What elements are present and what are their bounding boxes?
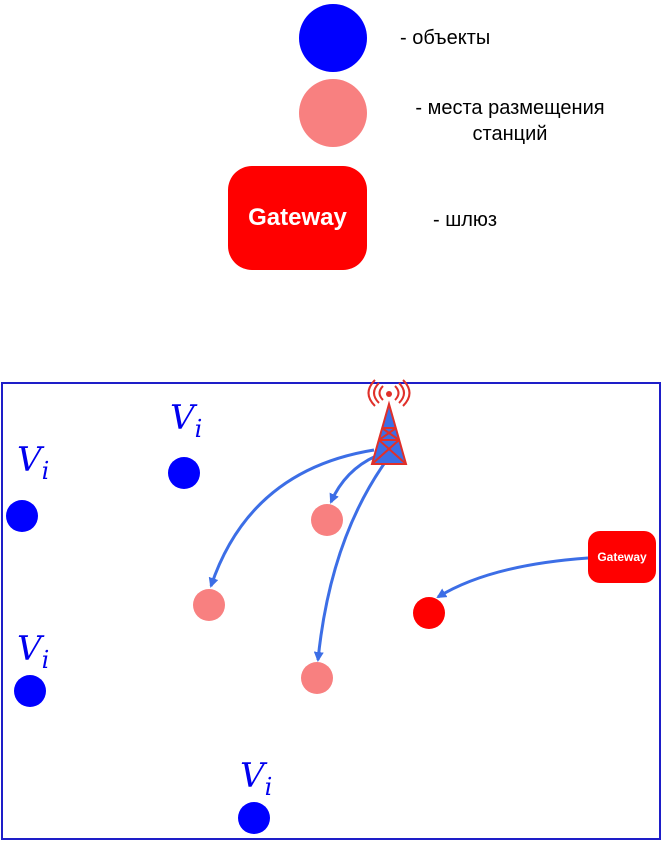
object-node: [168, 457, 200, 489]
candidate-site: [301, 662, 333, 694]
legend-site-label-line2: станций: [472, 123, 548, 145]
selected-site: [413, 597, 445, 629]
object-label: Vi: [240, 759, 272, 799]
object-node: [6, 500, 38, 532]
object-label-sub: i: [41, 646, 50, 674]
link-arrow: [436, 556, 589, 599]
object-label: Vi: [170, 401, 202, 441]
legend-site-swatch: [299, 79, 367, 147]
gateway-node: Gateway: [588, 531, 656, 583]
legend-site-label: - места размещения станций: [397, 95, 623, 147]
object-label: Vi: [17, 632, 49, 672]
candidate-site: [311, 504, 343, 536]
object-label-main: V: [170, 398, 195, 438]
legend-gateway-label: - шлюз: [433, 209, 498, 231]
legend-gateway-swatch: Gateway: [228, 166, 367, 270]
object-label-sub: i: [194, 415, 203, 443]
link-arrow: [313, 460, 388, 662]
legend-site-label-line1: - места размещения: [415, 97, 605, 119]
area-frame: [1, 382, 661, 840]
candidate-site: [193, 589, 225, 621]
object-label-main: V: [17, 629, 42, 669]
object-node: [14, 675, 46, 707]
link-arrow: [208, 448, 375, 588]
object-label: Vi: [17, 443, 49, 483]
object-label-main: V: [240, 756, 265, 796]
object-label-sub: i: [41, 457, 50, 485]
object-label-main: V: [17, 440, 42, 480]
legend-object-swatch: [299, 4, 367, 72]
object-node: [238, 802, 270, 834]
object-label-sub: i: [264, 773, 273, 801]
radio-tower-icon: [367, 379, 411, 465]
link-arrow: [329, 454, 377, 504]
legend-object-label: - объекты: [400, 27, 491, 49]
legend: - объекты - места размещения станций Gat…: [0, 0, 662, 280]
